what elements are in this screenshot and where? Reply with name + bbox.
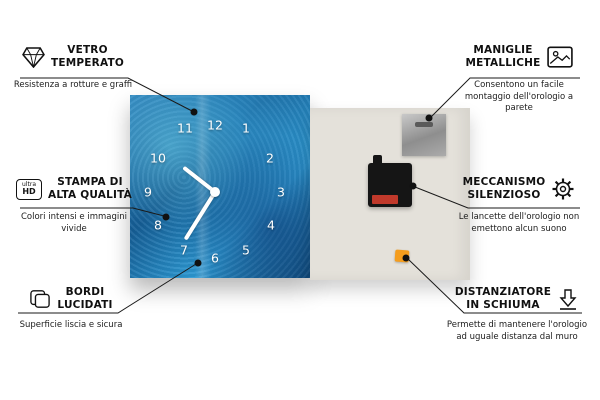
callout-bordi-lucidati: BORDI LUCIDATI Superficie liscia e sicur… [12, 286, 130, 332]
polished-edges-icon [29, 289, 51, 309]
clock-front-face: 12 1 2 3 4 5 6 7 8 9 10 11 [130, 95, 310, 278]
callout-subtitle: Consentono un facile montaggio dell'orol… [464, 80, 574, 114]
metal-hanger-plate [402, 114, 446, 156]
ultra-hd-icon: ultra HD [16, 178, 43, 200]
callout-maniglie-metalliche: MANIGLIE METALLICHE Consentono un facile… [450, 44, 588, 115]
clock-center-cap [210, 187, 220, 197]
callout-title-line: DISTANZIATORE [454, 286, 552, 298]
callout-title-line: MANIGLIE [473, 44, 533, 56]
clock-number: 12 [207, 117, 223, 133]
clock-minute-hand [183, 190, 217, 241]
callout-meccanismo-silenzioso: MECCANISMO SILENZIOSO [450, 176, 588, 235]
mechanism-battery [372, 195, 398, 204]
callout-title-line: LUCIDATI [57, 299, 113, 312]
callout-subtitle: Le lancette dell'orologio non emettono a… [458, 212, 580, 234]
foam-spacer-icon [557, 288, 579, 310]
hanger-slot [415, 122, 433, 127]
callout-title-line: VETRO [67, 44, 108, 56]
diamond-icon [22, 46, 45, 68]
clock-number: 8 [154, 217, 162, 233]
clock-number: 7 [180, 242, 188, 258]
callout-distanziatore-in-schiuma: DISTANZIATORE IN SCHIUMA Permette di man… [446, 286, 588, 343]
foam-spacer [394, 249, 410, 263]
callout-subtitle: Resistenza a rotture e graffi [13, 80, 133, 91]
callout-title-line: MECCANISMO [462, 176, 546, 188]
callout-title-line: IN SCHIUMA [466, 299, 540, 312]
clock-number: 5 [242, 242, 250, 258]
callout-subtitle: Permette di mantenere l'orologio ad ugua… [446, 320, 588, 342]
clock-number: 9 [144, 184, 152, 200]
mechanism-hook [373, 155, 382, 165]
callout-title-line: ALTA QUALITÀ [48, 189, 132, 202]
callout-title-line: SILENZIOSO [467, 189, 541, 202]
clock-mechanism [368, 155, 412, 207]
gear-icon [551, 177, 575, 201]
clock-number: 2 [266, 150, 274, 166]
picture-frame-icon [546, 46, 573, 68]
clock-number: 4 [267, 217, 275, 233]
callout-title-line: METALLICHE [465, 57, 541, 70]
callout-subtitle: Superficie liscia e sicura [19, 320, 123, 331]
callout-subtitle: Colori intensi e immagini vivide [20, 212, 127, 234]
callout-title-line: STAMPA DI [57, 176, 123, 188]
clock-number: 6 [211, 250, 219, 266]
clock-back-panel [310, 108, 470, 280]
callout-title-line: BORDI [65, 286, 105, 298]
ultra-hd-icon-text-bottom: HD [22, 187, 36, 197]
callout-stampa-alta-qualita: ultra HD STAMPA DI ALTA QUALITÀ Colori i… [8, 176, 140, 235]
callout-title-line: TEMPERATO [51, 57, 124, 70]
ultra-hd-icon-text-top: ultra [22, 181, 37, 189]
clock-number: 10 [150, 150, 166, 166]
clock-number: 3 [277, 184, 285, 200]
clock-number: 1 [242, 120, 250, 136]
callout-vetro-temperato: VETRO TEMPERATO Resistenza a rotture e g… [12, 44, 134, 92]
clock-number: 11 [177, 120, 193, 136]
